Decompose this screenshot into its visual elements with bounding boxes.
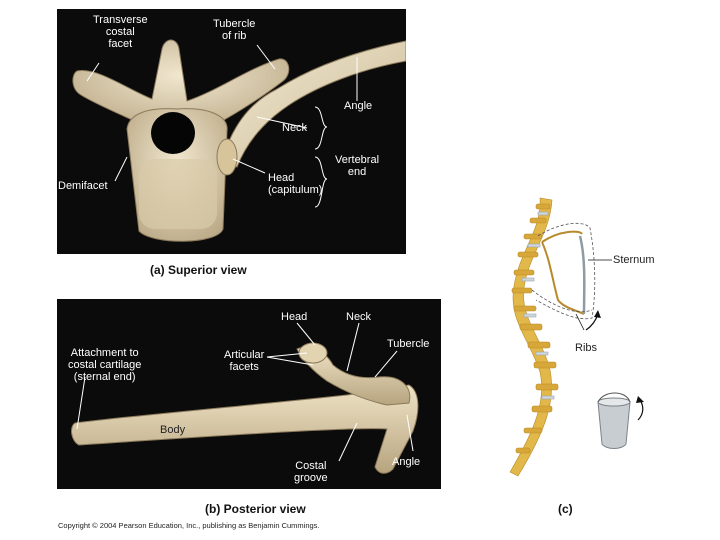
posterior-view-photo bbox=[57, 299, 441, 489]
label-body: Body bbox=[160, 424, 185, 436]
label-demifacet: Demifacet bbox=[58, 180, 108, 192]
label-angle-b: Angle bbox=[392, 456, 420, 468]
spine-ribs-diagram bbox=[480, 190, 680, 490]
copyright-text: Copyright © 2004 Pearson Education, Inc.… bbox=[58, 521, 320, 530]
label-sternum: Sternum bbox=[613, 254, 655, 266]
label-ribs: Ribs bbox=[575, 342, 597, 354]
label-costal-groove: Costal groove bbox=[294, 460, 328, 484]
label-articular-facets: Articular facets bbox=[224, 349, 264, 373]
label-neck-a: Neck bbox=[282, 122, 307, 134]
label-angle-a: Angle bbox=[344, 100, 372, 112]
label-tubercle-of-rib: Tubercle of rib bbox=[213, 18, 255, 42]
label-head-b: Head bbox=[281, 311, 307, 323]
label-head-capitulum: Head (capitulum) bbox=[268, 172, 322, 196]
label-attachment-costal-cartilage: Attachment to costal cartilage (sternal … bbox=[68, 347, 141, 383]
label-vertebral-end: Vertebral end bbox=[335, 154, 379, 178]
rib-posterior-illustration bbox=[57, 299, 441, 489]
label-transverse-costal-facet: Transverse costal facet bbox=[93, 14, 148, 50]
bucket-handle-analogy-icon bbox=[598, 393, 644, 449]
label-neck-b: Neck bbox=[346, 311, 371, 323]
label-tubercle-b: Tubercle bbox=[387, 338, 429, 350]
caption-c: (c) bbox=[558, 502, 573, 516]
caption-superior-view: (a) Superior view bbox=[150, 263, 247, 277]
caption-posterior-view: (b) Posterior view bbox=[205, 502, 306, 516]
